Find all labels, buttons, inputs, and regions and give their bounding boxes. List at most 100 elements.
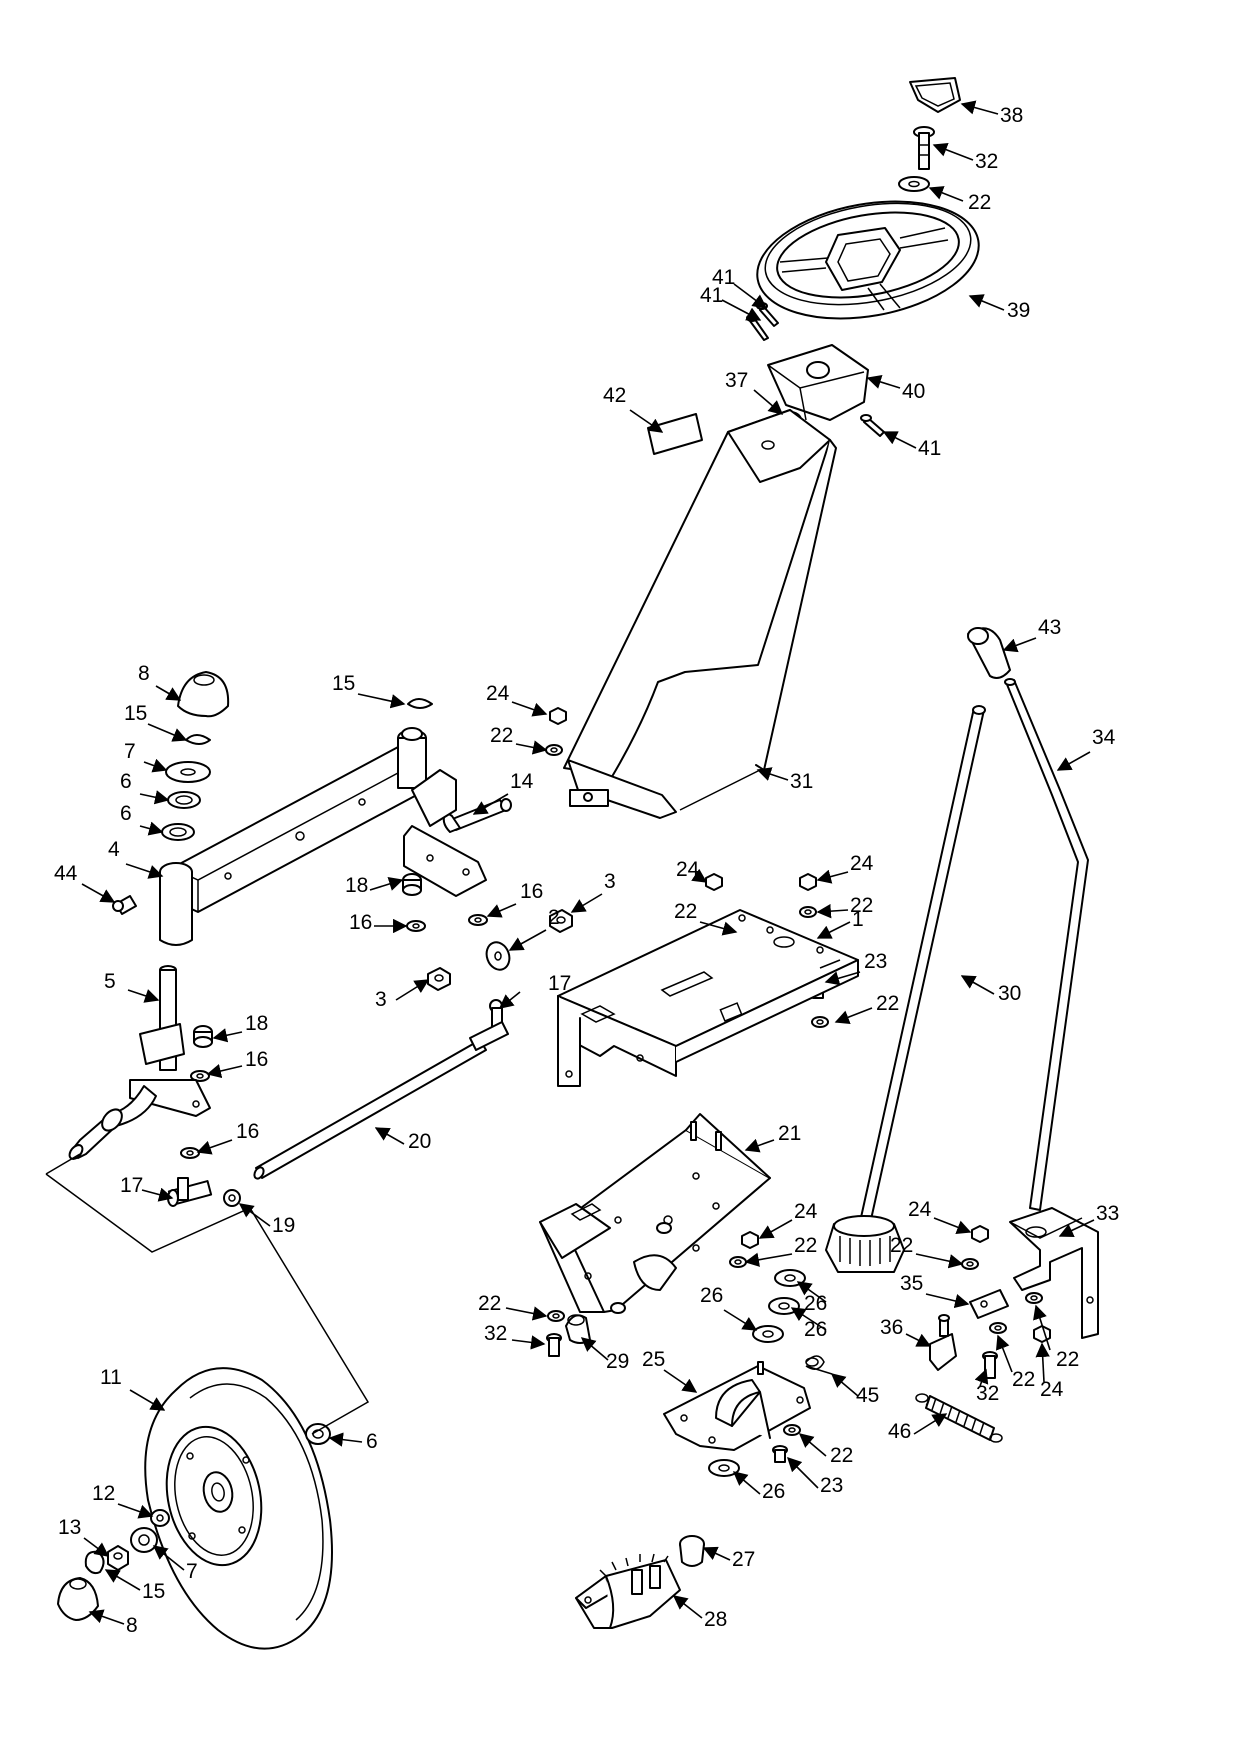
part-38-cap — [909, 77, 961, 113]
part-16-washer-b — [468, 914, 488, 926]
part-3-nut-a — [549, 909, 573, 933]
callout-11-label: 11 — [100, 1366, 122, 1389]
callout-12-leader-arrow — [117, 1503, 154, 1519]
callout-1-leader-arrow — [816, 921, 851, 939]
part-1-mounting-plate — [557, 909, 859, 1087]
part-3-nut-b — [427, 967, 451, 991]
callout-8-top: 8 — [138, 662, 182, 701]
callout-26-b-leader-arrow — [790, 1307, 827, 1331]
callout-22-h-label: 22 — [1012, 1368, 1035, 1391]
callout-28-leader-arrow — [672, 1595, 703, 1619]
callout-14-leader-arrow — [472, 793, 509, 815]
part-24-nut-b — [705, 873, 723, 891]
callout-16-b: 16 — [486, 880, 543, 918]
part-32-bolt-b — [982, 1351, 998, 1379]
part-2-washer — [485, 941, 511, 971]
callout-22-b-label: 22 — [674, 900, 697, 923]
callout-31: 31 — [756, 767, 813, 793]
callout-26-c-leader-arrow — [723, 1309, 758, 1331]
callout-25-leader-arrow — [663, 1369, 698, 1393]
callout-41-a: 41 — [700, 284, 762, 321]
callout-3-a: 3 — [570, 870, 616, 913]
part-46-spring — [915, 1393, 1003, 1443]
callout-14: 14 — [472, 770, 534, 815]
callout-20: 20 — [374, 1127, 431, 1153]
callout-22-h: 22 — [995, 1334, 1035, 1391]
part-19-nut — [223, 1189, 241, 1207]
part-39-steering-wheel — [756, 200, 980, 320]
part-24-nut-a — [549, 707, 567, 725]
callout-18-b-label: 18 — [245, 1012, 268, 1035]
callout-32-a: 32 — [484, 1322, 546, 1350]
part-18-bushing-b — [193, 1025, 213, 1048]
part-22-washer-h — [547, 1310, 565, 1322]
callout-7-b: 7 — [152, 1545, 198, 1583]
callout-6-a-label: 6 — [120, 770, 132, 793]
callout-26-a: 26 — [796, 1281, 827, 1315]
callout-22-c: 22 — [816, 894, 873, 919]
callout-21-label: 21 — [778, 1122, 801, 1145]
callout-41-b-leader-arrow — [733, 283, 768, 309]
callout-22-f: 22 — [890, 1234, 964, 1269]
callout-12-label: 12 — [92, 1482, 115, 1505]
callout-22-j-leader-arrow — [798, 1433, 827, 1457]
callout-15-a-label: 15 — [124, 702, 147, 725]
callout-1-label: 1 — [852, 908, 864, 931]
callout-6-c: 6 — [328, 1430, 378, 1453]
callout-24-b-leader-arrow — [691, 868, 708, 883]
callout-43-label: 43 — [1038, 616, 1061, 639]
part-22-washer-e — [729, 1256, 747, 1268]
callout-29-leader-arrow — [580, 1337, 609, 1361]
part-31-column-housing — [563, 409, 837, 819]
callout-38-label: 38 — [1000, 104, 1023, 127]
callout-16-a-label: 16 — [349, 911, 372, 934]
callout-5-label: 5 — [104, 970, 116, 993]
part-24-nut-f — [1033, 1325, 1051, 1343]
callout-24-d-label: 24 — [794, 1200, 818, 1223]
callout-23-a-label: 23 — [864, 950, 887, 973]
part-13-nut — [107, 1545, 129, 1571]
callout-16-b-leader-arrow — [486, 903, 517, 918]
part-5-spindle — [68, 965, 211, 1160]
callout-24-f: 24 — [1035, 1342, 1064, 1401]
callout-45: 45 — [830, 1373, 879, 1407]
callout-16-d: 16 — [196, 1120, 259, 1155]
part-4-axle-beam — [159, 727, 427, 946]
callout-26-d-label: 26 — [762, 1480, 785, 1503]
callout-37-label: 37 — [725, 369, 748, 392]
callout-7-top-label: 7 — [124, 740, 136, 763]
callout-37: 37 — [725, 369, 784, 415]
callout-14-label: 14 — [510, 770, 534, 793]
callout-26-a-leader-arrow — [796, 1281, 827, 1303]
part-33-shift-bracket — [1009, 1207, 1099, 1339]
callout-19-label: 19 — [272, 1214, 295, 1237]
callout-7-top: 7 — [124, 740, 168, 773]
callout-41-c-label: 41 — [918, 437, 941, 460]
callout-29-label: 29 — [606, 1350, 629, 1373]
part-16-washer-d — [180, 1147, 200, 1159]
callout-43-leader-arrow — [1002, 637, 1037, 653]
callout-5: 5 — [104, 970, 160, 1003]
part-22-washer-f — [961, 1258, 979, 1270]
callout-15-b: 15 — [332, 672, 406, 709]
part-6-washer-c — [305, 1423, 331, 1445]
callout-24-e-label: 24 — [908, 1198, 932, 1221]
callout-24-d-leader-arrow — [758, 1219, 793, 1239]
part-22-washer-d — [811, 1016, 829, 1028]
callout-17-b: 17 — [120, 1174, 174, 1202]
callout-18-a-label: 18 — [345, 874, 368, 897]
callout-3-a-leader-arrow — [570, 893, 603, 913]
callout-24-a: 24 — [486, 682, 548, 717]
callout-3-b-leader-arrow — [395, 979, 430, 1001]
callout-32-a-leader-arrow — [511, 1335, 546, 1350]
callout-24-f-label: 24 — [1040, 1378, 1064, 1401]
callout-3-a-label: 3 — [604, 870, 616, 893]
callout-32-top: 32 — [932, 142, 998, 173]
part-7-washer-top — [165, 761, 211, 783]
callout-30-leader-arrow — [960, 975, 995, 995]
callout-26-d-leader-arrow — [732, 1471, 761, 1495]
part-27-bushing — [679, 1535, 705, 1567]
callout-44-leader-arrow — [81, 883, 116, 903]
callout-24-a-label: 24 — [486, 682, 510, 705]
callout-31-leader-arrow — [756, 767, 789, 781]
